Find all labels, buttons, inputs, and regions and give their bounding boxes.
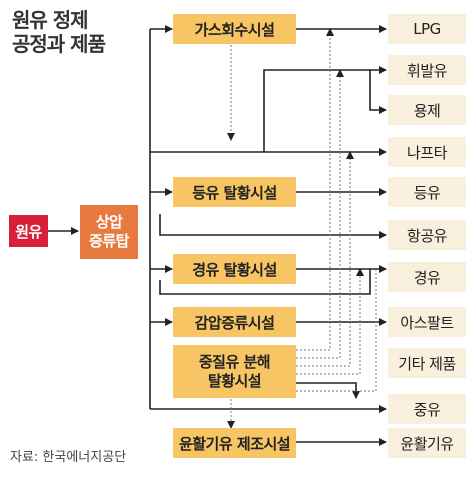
heavy-oil-unit-label-line-1: 중질유 분해 — [198, 352, 271, 371]
heavy-oil-cracking-unit-box: 중질유 분해 탈황시설 — [173, 345, 296, 398]
kerosene-desulfurization-unit-label: 등유 탈황시설 — [192, 183, 277, 202]
product-diesel-label: 경유 — [413, 268, 441, 287]
product-naphtha-label: 나프타 — [407, 143, 447, 162]
product-asphalt-label: 아스팔트 — [400, 313, 454, 332]
crude-oil-label: 원유 — [15, 222, 42, 241]
product-asphalt: 아스팔트 — [388, 307, 466, 337]
kerosene-desulfurization-unit-box: 등유 탈황시설 — [173, 177, 296, 207]
product-gasoline-label: 휘발유 — [407, 61, 447, 80]
product-other-label: 기타 제품 — [398, 354, 456, 373]
diesel-desulfurization-unit-label: 경유 탈황시설 — [192, 260, 277, 279]
product-lube-base-oil: 윤활기유 — [388, 428, 466, 458]
tower-label-line-2: 증류탑 — [89, 232, 129, 250]
diagram-title: 원유 정제 공정과 제품 — [12, 8, 106, 56]
source-note: 자료: 한국에너지공단 — [10, 450, 127, 465]
product-naphtha: 나프타 — [388, 137, 466, 167]
product-lpg: LPG — [388, 14, 466, 44]
product-bunker-oil: 중유 — [388, 394, 466, 424]
tower-label-line-1: 상압 — [95, 213, 123, 231]
product-jet-fuel: 항공유 — [388, 220, 466, 250]
product-kerosene-label: 등유 — [413, 183, 441, 202]
product-kerosene: 등유 — [388, 177, 466, 207]
vacuum-distillation-unit-box: 감압증류시설 — [173, 307, 296, 337]
crude-oil-box: 원유 — [9, 215, 48, 247]
atmospheric-distillation-tower-box: 상압 증류탑 — [80, 205, 138, 259]
product-bunker-oil-label: 중유 — [413, 400, 441, 419]
product-other: 기타 제품 — [388, 348, 466, 378]
title-line-2: 공정과 제품 — [12, 32, 106, 56]
product-lube-base-oil-label: 윤활기유 — [400, 434, 454, 453]
vacuum-distillation-unit-label: 감압증류시설 — [194, 313, 275, 332]
diesel-desulfurization-unit-box: 경유 탈황시설 — [173, 254, 296, 284]
product-jet-fuel-label: 항공유 — [407, 226, 447, 245]
gas-recovery-unit-box: 가스회수시설 — [173, 14, 296, 44]
product-diesel: 경유 — [388, 262, 466, 292]
product-lpg-label: LPG — [413, 20, 441, 38]
lube-base-oil-unit-label: 윤활기유 제조시설 — [178, 434, 291, 453]
gas-recovery-unit-label: 가스회수시설 — [194, 20, 275, 39]
title-line-1: 원유 정제 — [12, 8, 89, 32]
product-solvent: 용제 — [388, 95, 466, 125]
lube-base-oil-unit-box: 윤활기유 제조시설 — [173, 428, 296, 458]
heavy-oil-unit-label-line-2: 탈황시설 — [207, 371, 262, 390]
product-gasoline: 휘발유 — [388, 55, 466, 85]
product-solvent-label: 용제 — [413, 101, 441, 120]
